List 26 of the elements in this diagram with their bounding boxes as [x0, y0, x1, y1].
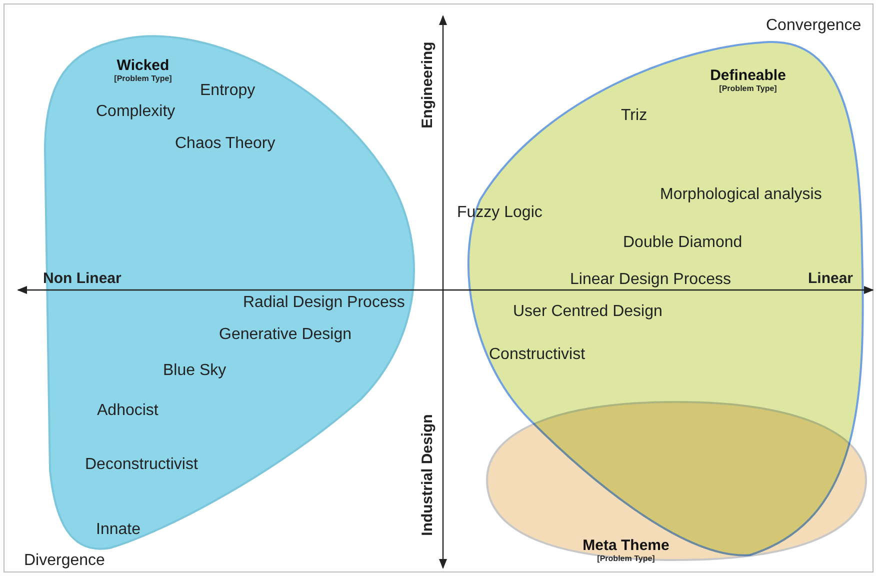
method-label: Triz [621, 107, 648, 125]
method-label: Double Diamond [623, 234, 742, 252]
pole-label: Divergence [24, 552, 105, 570]
region-title: Defineable [710, 67, 786, 84]
region-title: Wicked [116, 57, 170, 74]
method-label: Innate [96, 521, 140, 539]
region-title: Meta Theme [582, 537, 670, 554]
axis-label: Linear [808, 270, 854, 288]
method-label: Chaos Theory [175, 135, 276, 153]
method-label: User Centred Design [513, 303, 662, 321]
region-subtitle: [Problem Type] [719, 84, 777, 93]
region-subtitle: [Problem Type] [597, 554, 655, 563]
method-label: Radial Design Process [243, 294, 405, 312]
method-label: Constructivist [489, 346, 586, 364]
axis-label: Engineering [419, 40, 437, 130]
method-label: Complexity [96, 103, 176, 121]
region-subtitle: [Problem Type] [114, 74, 172, 83]
method-label: Blue Sky [163, 362, 226, 380]
method-label: Entropy [200, 82, 256, 100]
axis-label: Industrial Design [419, 412, 437, 538]
method-label: Deconstructivist [85, 456, 198, 474]
method-label: Linear Design Process [570, 271, 731, 289]
method-label: Generative Design [219, 326, 352, 344]
method-label: Morphological analysis [660, 186, 822, 204]
pole-label: Convergence [766, 17, 862, 35]
method-label: Adhocist [97, 402, 158, 420]
